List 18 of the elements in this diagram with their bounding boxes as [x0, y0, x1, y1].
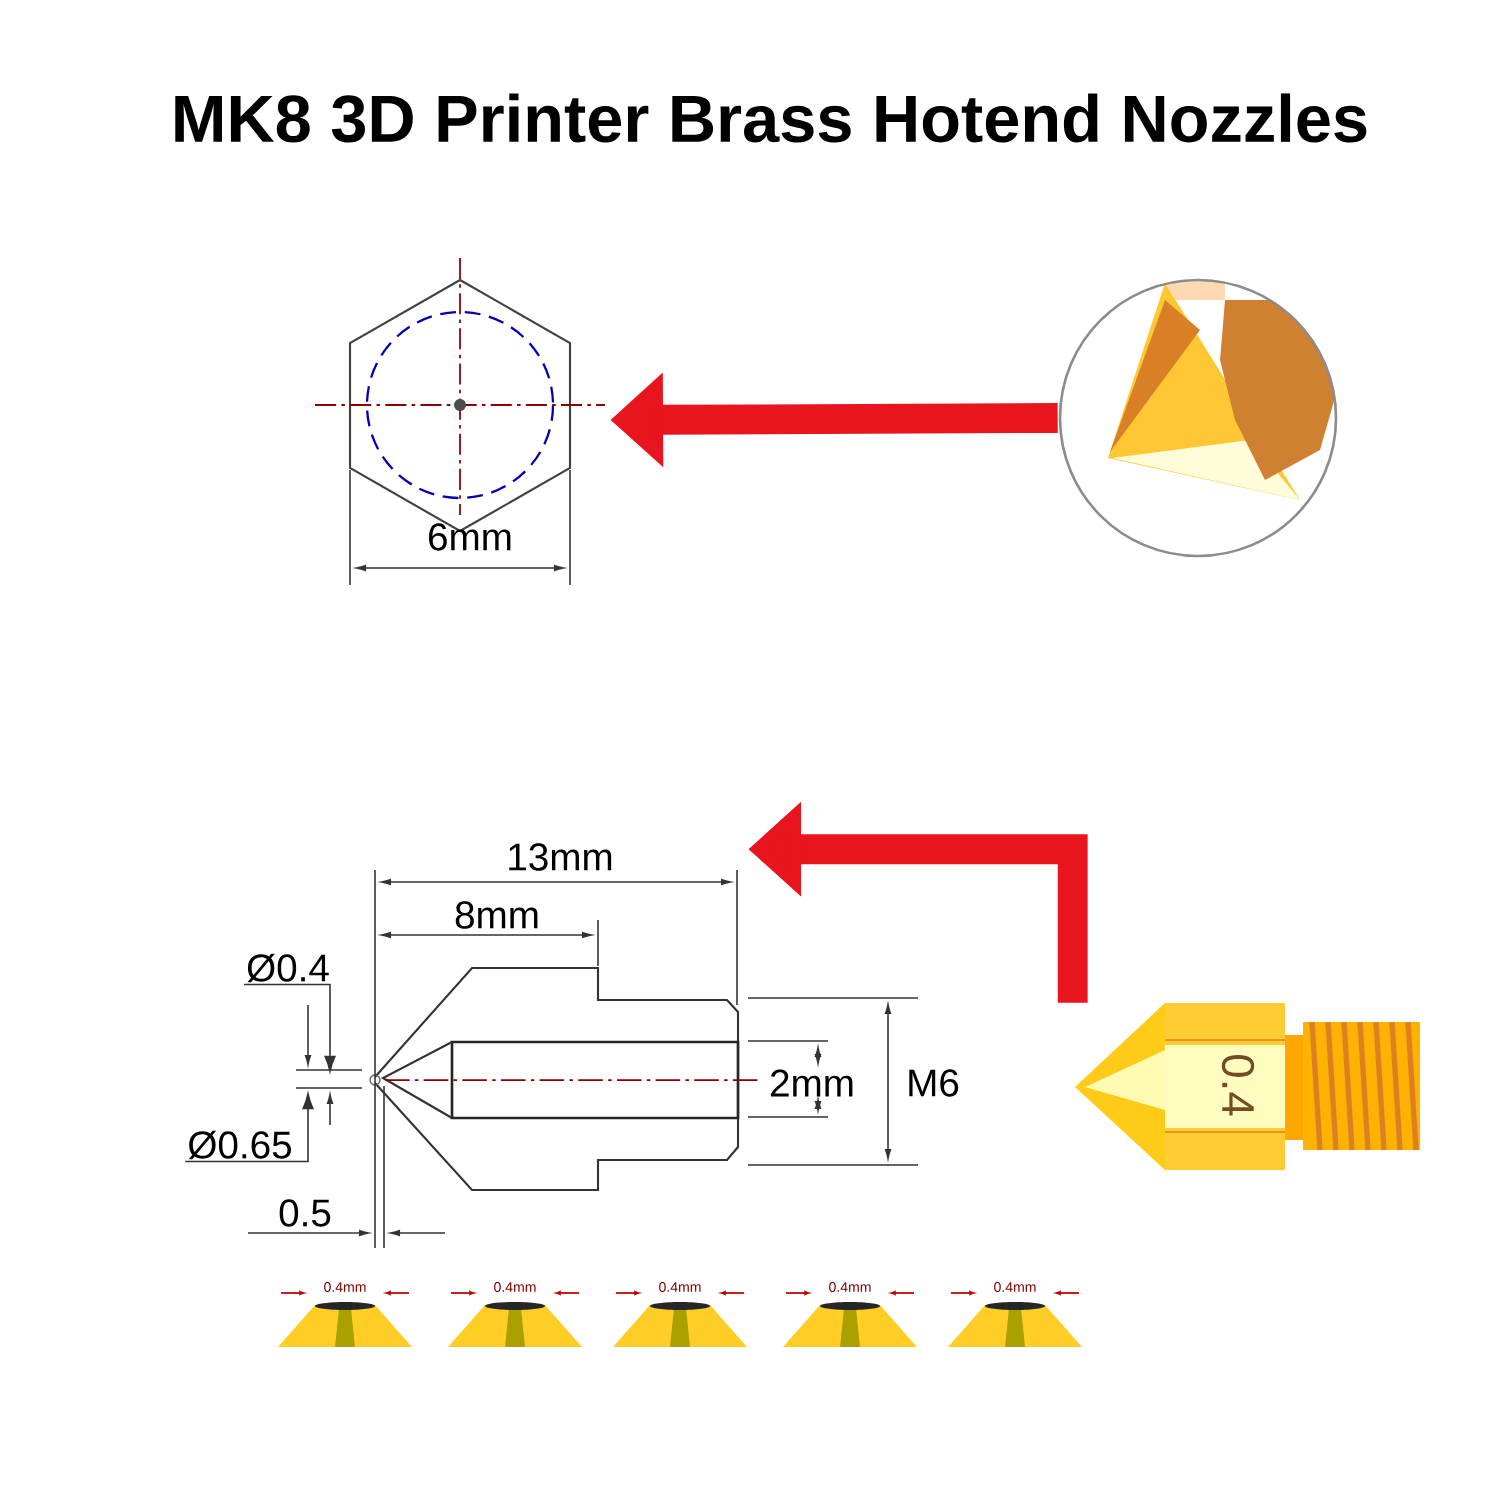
dimension-label: M6: [909, 1069, 959, 1097]
leader-line: [184, 1093, 314, 1163]
dimension-label: 0.4mm: [659, 1282, 701, 1292]
dimension-label: 8mm: [455, 901, 538, 929]
dimension-label: 6mm: [429, 523, 511, 551]
dimension-label: 0.4mm: [829, 1282, 871, 1292]
dimension-label: Ø0.4: [247, 953, 329, 983]
dimension-label: 0.4mm: [994, 1282, 1036, 1292]
nozzle-photo-drawing: [1058, 278, 1338, 558]
dimension-label: 13mm: [509, 843, 612, 871]
stamped-number: 0.4: [1221, 1055, 1255, 1116]
dimension-label: Ø0.65: [188, 1130, 291, 1160]
dimension-label: 0.4mm: [494, 1282, 536, 1292]
nozzle-photo-drawing: [1075, 1003, 1420, 1170]
title: MK8 3D Printer Brass Hotend Nozzles: [175, 93, 1367, 143]
leader-line: [243, 983, 336, 1072]
dimension-label: 0.4mm: [324, 1282, 366, 1292]
dimension-label: 0.5: [279, 1199, 331, 1227]
